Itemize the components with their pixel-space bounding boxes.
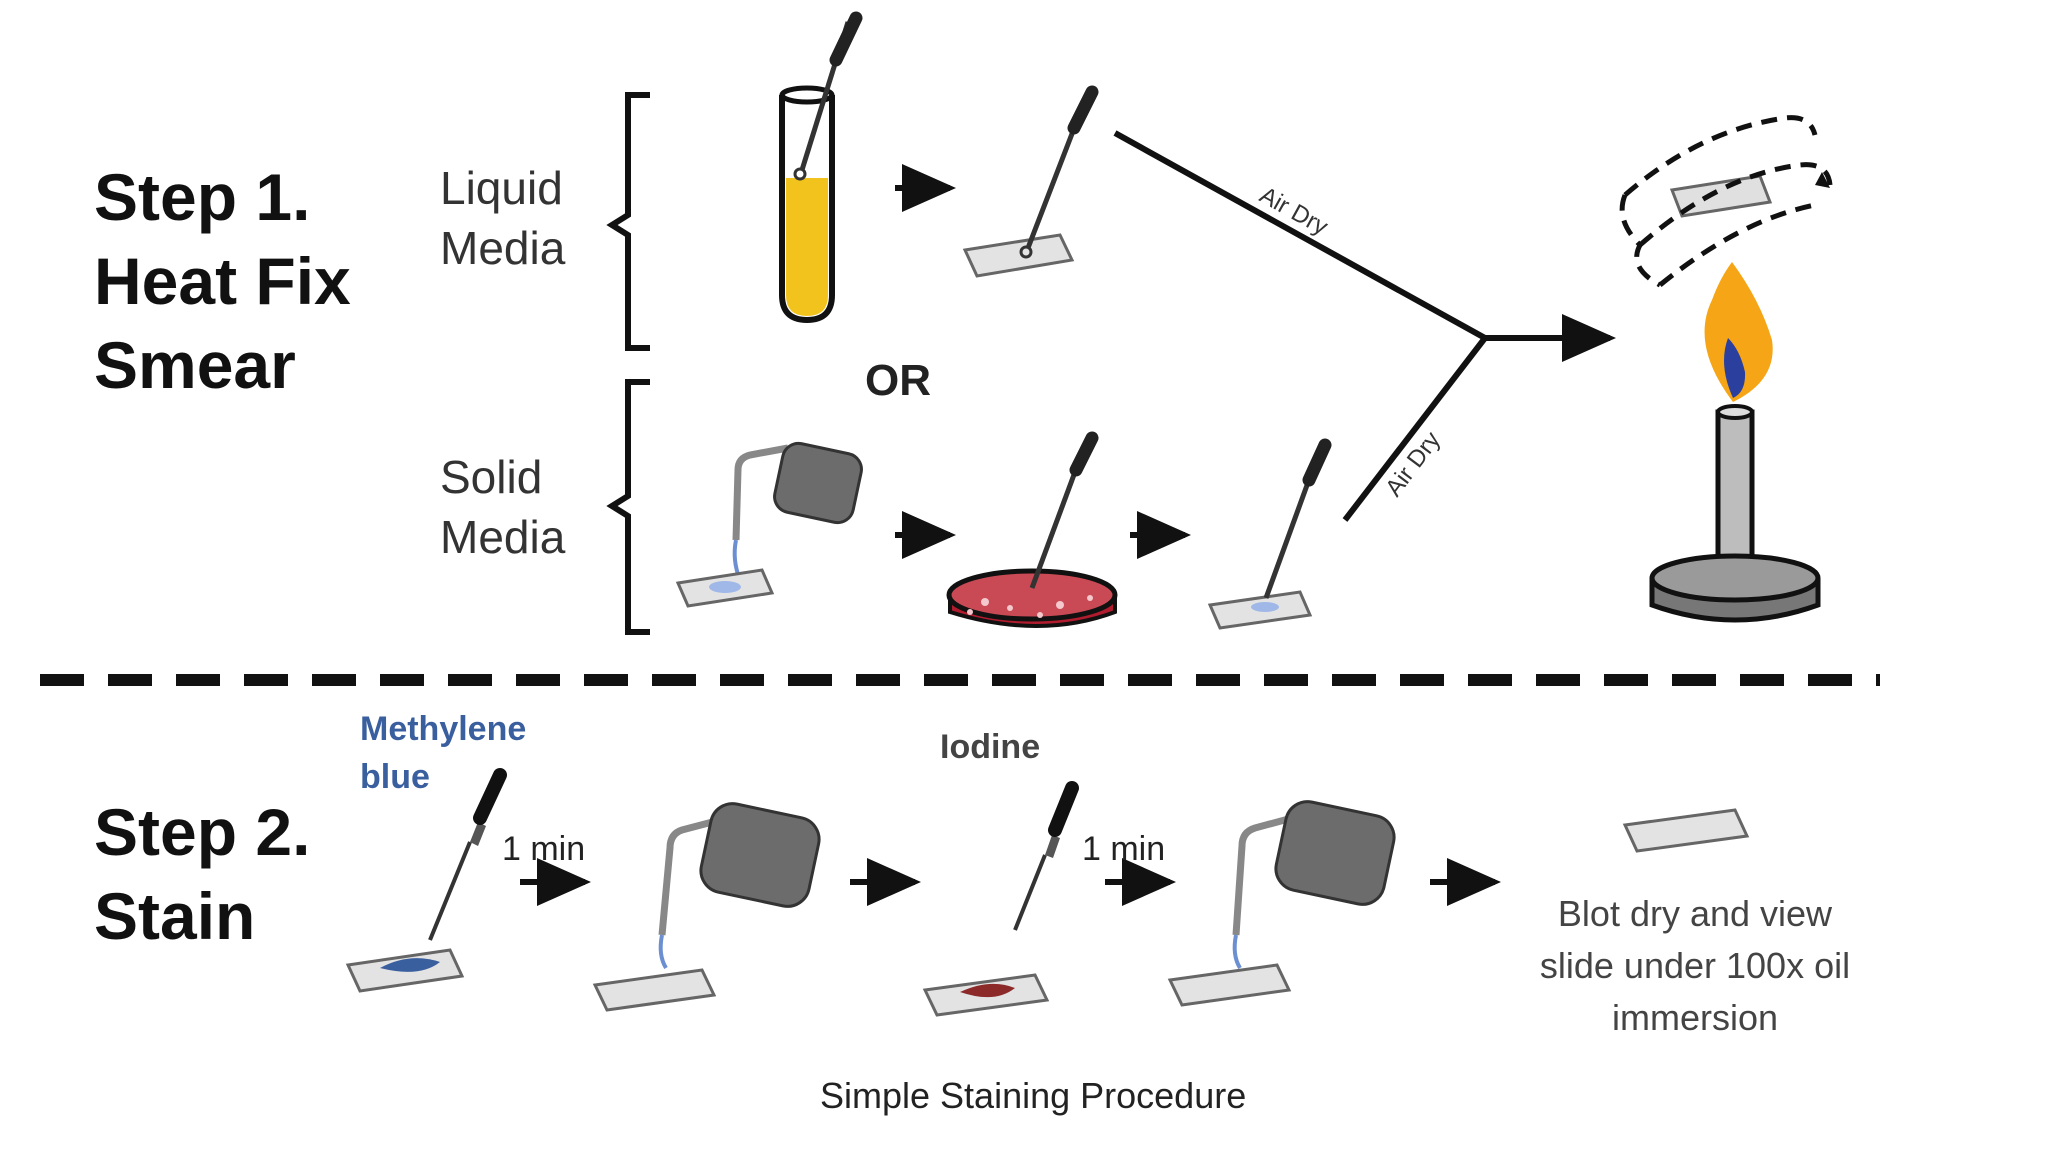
time-label-2: 1 min: [1082, 830, 1166, 868]
final-step-text: Blot dry and view slide under 100x oil i…: [1539, 893, 1851, 1038]
slide-methylene-blue-icon: [345, 948, 465, 993]
iodine-dropper-icon: [1013, 781, 1079, 931]
liquid-media-bracket: [606, 92, 650, 351]
figure-caption: Simple Staining Procedure: [820, 1075, 1247, 1116]
or-label: OR: [865, 356, 931, 405]
slide-rinsed-icon: [592, 968, 717, 1012]
liquid-media-label: Liquid Media: [440, 162, 566, 274]
test-tube-icon: [779, 85, 835, 324]
time-label-1: 1 min: [502, 830, 586, 868]
water-bottle-icon: [658, 802, 821, 970]
slide-with-loop-icon: [962, 85, 1099, 278]
slide-passing-flame-icon: [1619, 115, 1833, 288]
solid-media-label: Solid Media: [440, 451, 566, 563]
solid-media-bracket: [606, 379, 650, 635]
slide-iodine-icon: [922, 973, 1050, 1017]
slide-with-loop-icon: [1207, 438, 1332, 630]
air-dry-line-top: [1113, 130, 1487, 341]
iodine-label: Iodine: [940, 728, 1041, 766]
step2-title: Step 2. Stain: [94, 795, 311, 953]
petri-dish-icon: [946, 431, 1118, 628]
water-bottle-icon: [732, 441, 863, 581]
methylene-blue-label: Methylene blue: [360, 710, 527, 796]
final-slide-icon: [1622, 808, 1750, 853]
inoculating-loop-icon: [793, 11, 863, 181]
bunsen-burner-icon: [1649, 262, 1821, 623]
slide-rinsed-icon: [1167, 963, 1292, 1007]
air-dry-line-bottom: [1342, 336, 1488, 522]
methylene-blue-dropper-icon: [428, 768, 507, 941]
slide-with-water-icon: [675, 568, 775, 608]
step1-title: Step 1. Heat Fix Smear: [94, 160, 351, 402]
water-bottle-icon: [1232, 800, 1396, 970]
